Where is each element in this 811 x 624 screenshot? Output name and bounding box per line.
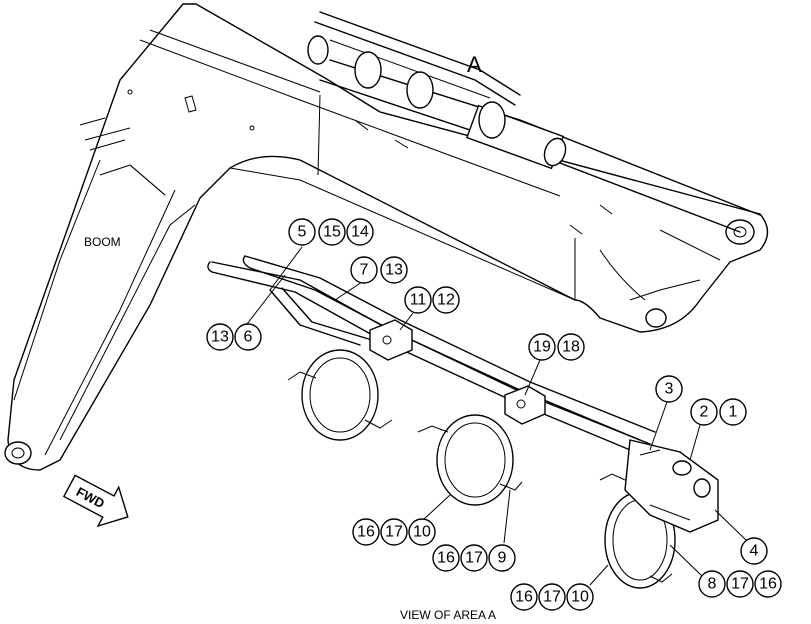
svg-text:16: 16 [515, 589, 533, 606]
callout-17-a: 17 [380, 518, 408, 546]
leader-lines [129, 164, 747, 586]
svg-text:10: 10 [571, 589, 589, 606]
callout-14: 14 [346, 218, 374, 246]
callout-7: 7 [350, 256, 378, 284]
svg-text:2: 2 [700, 404, 709, 421]
svg-text:18: 18 [562, 339, 580, 356]
callout-16-d: 16 [754, 570, 782, 598]
callout-13-lower: 13 [206, 323, 234, 351]
svg-text:19: 19 [533, 339, 551, 356]
callout-1: 1 [719, 398, 747, 426]
svg-text:14: 14 [351, 224, 369, 241]
svg-text:1: 1 [729, 404, 738, 421]
svg-text:17: 17 [543, 589, 561, 606]
callout-10-a: 10 [408, 518, 436, 546]
svg-text:16: 16 [357, 524, 375, 541]
callout-9: 9 [488, 544, 516, 572]
svg-text:9: 9 [498, 550, 507, 567]
callout-10-b: 10 [566, 583, 594, 611]
callout-group: 5 15 14 7 13 11 12 13 6 19 18 3 2 1 4 16… [206, 218, 782, 611]
svg-text:12: 12 [437, 292, 455, 309]
svg-text:16: 16 [759, 576, 777, 593]
callout-17-c: 17 [538, 583, 566, 611]
callout-15: 15 [318, 218, 346, 246]
callout-8: 8 [698, 570, 726, 598]
callout-5: 5 [288, 218, 316, 246]
callout-2: 2 [690, 398, 718, 426]
callout-18: 18 [557, 333, 585, 361]
callout-16-a: 16 [352, 518, 380, 546]
svg-text:13: 13 [211, 329, 229, 346]
callout-12: 12 [432, 286, 460, 314]
svg-text:17: 17 [731, 576, 749, 593]
callout-17-d: 17 [726, 570, 754, 598]
boom-drawing [4, 3, 769, 471]
svg-text:11: 11 [410, 292, 427, 309]
svg-text:8: 8 [708, 576, 717, 593]
svg-text:7: 7 [360, 262, 369, 279]
callout-17-b: 17 [460, 544, 488, 572]
callout-19: 19 [528, 333, 556, 361]
callout-16-b: 16 [432, 544, 460, 572]
svg-text:13: 13 [385, 262, 403, 279]
callout-16-c: 16 [510, 583, 538, 611]
fwd-arrow: FWD [62, 474, 129, 528]
callout-4: 4 [740, 537, 768, 565]
svg-text:16: 16 [437, 550, 455, 567]
svg-text:4: 4 [750, 543, 759, 560]
callout-6: 6 [234, 323, 262, 351]
view-title: VIEW OF AREA A [400, 608, 496, 622]
svg-text:17: 17 [385, 524, 403, 541]
boom-label: BOOM [84, 235, 121, 249]
svg-text:3: 3 [665, 381, 674, 398]
svg-text:17: 17 [465, 550, 483, 567]
svg-text:10: 10 [413, 524, 431, 541]
detail-drawing [207, 255, 719, 589]
svg-text:6: 6 [244, 329, 253, 346]
callout-3: 3 [655, 375, 683, 403]
callout-13-upper: 13 [380, 256, 408, 284]
svg-text:5: 5 [298, 224, 307, 241]
callout-11: 11 [404, 286, 432, 314]
svg-text:15: 15 [323, 224, 341, 241]
area-letter-label: A [467, 52, 482, 77]
